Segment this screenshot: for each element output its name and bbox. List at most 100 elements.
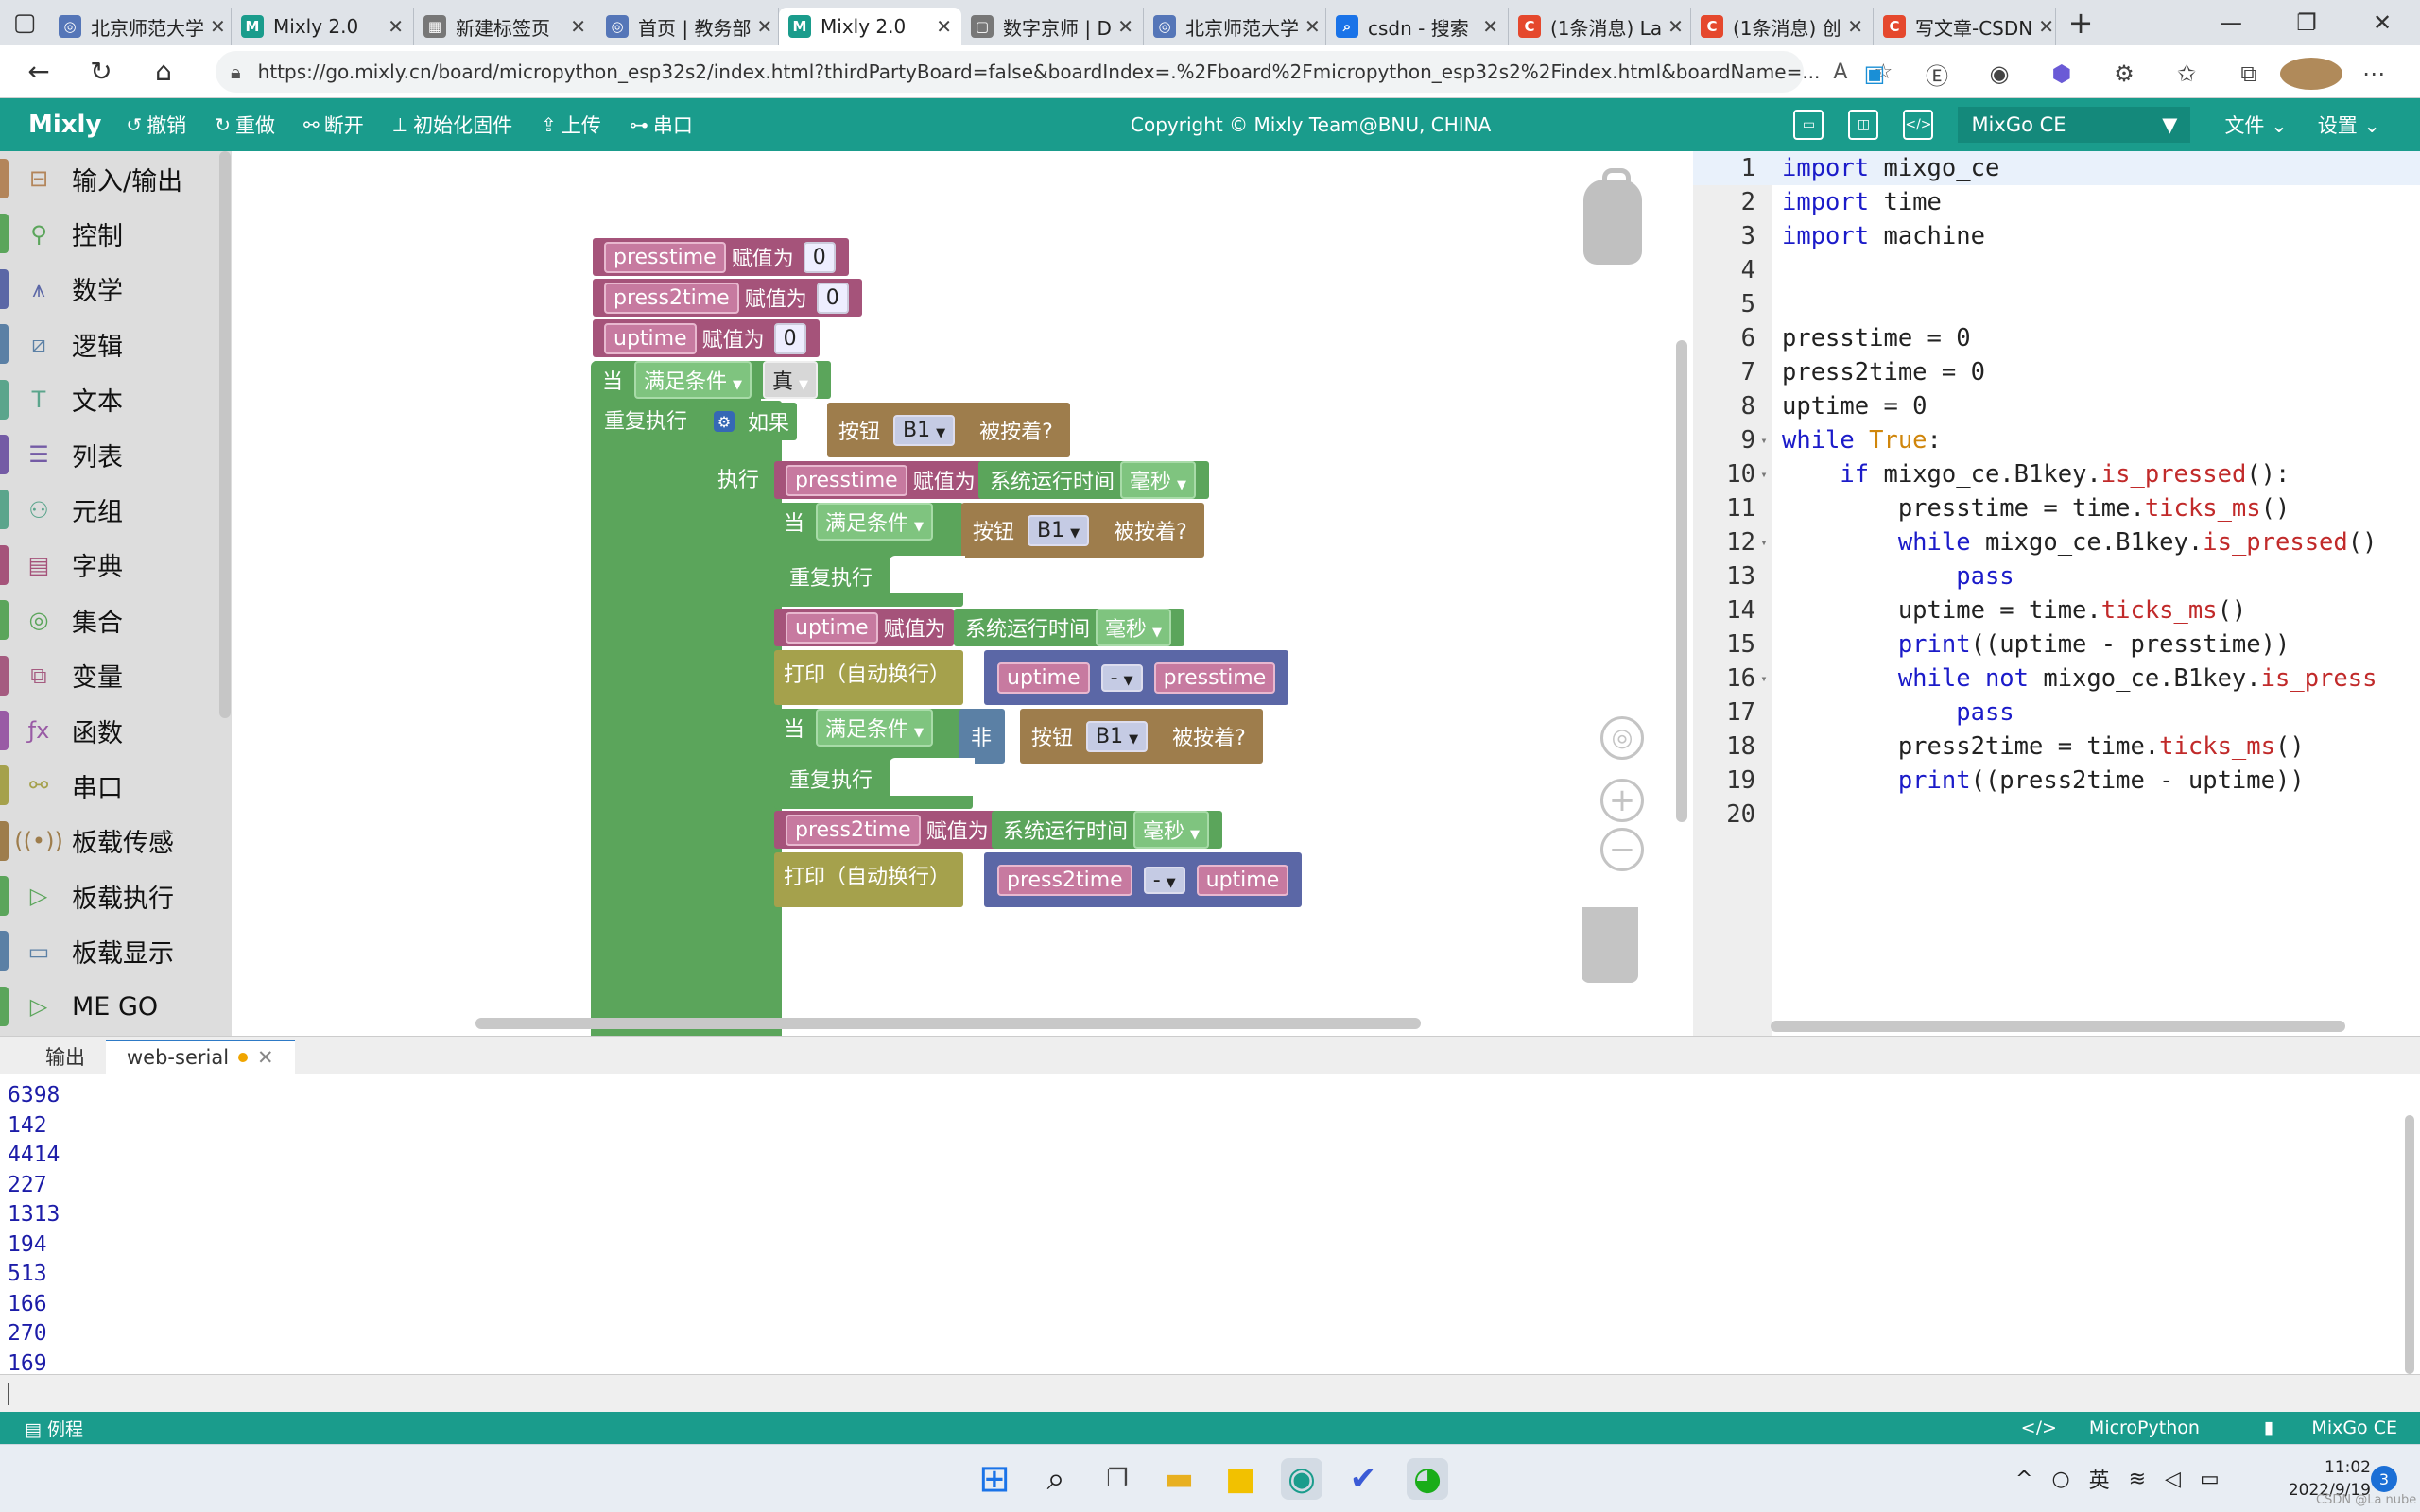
close-tab-icon[interactable]: ✕ [2038, 15, 2055, 38]
time-unit-dropdown[interactable]: 毫秒 [1130, 471, 1172, 494]
restore-icon[interactable]: ❐ [2296, 9, 2317, 36]
not-block[interactable]: 非 [959, 709, 1006, 764]
var-uptime[interactable]: uptime [604, 322, 697, 354]
assign-uptime-block[interactable]: uptime 赋值为 0 [593, 319, 820, 357]
inner-while-header-2[interactable]: 当 满足条件▼ [780, 709, 939, 747]
disconnect-button[interactable]: ⚯断开 [303, 111, 364, 139]
while-header[interactable]: 当 满足条件▼ 真▼ [593, 361, 832, 399]
file-explorer-icon[interactable]: ▬ [1163, 1460, 1195, 1498]
search-icon[interactable]: ⌕ [1046, 1460, 1065, 1498]
examples-button[interactable]: ▤ 例程 [25, 1416, 83, 1441]
category-item[interactable]: ▤字典 [0, 538, 232, 593]
category-item[interactable]: ((•))板载传感 [0, 814, 232, 868]
button-select[interactable]: B1 [903, 418, 931, 442]
system-time-block-3[interactable]: 系统运行时间 毫秒▼ [992, 811, 1223, 849]
collections-icon[interactable]: ⧉ [2240, 60, 2257, 87]
back-arrow-icon[interactable]: ← [27, 56, 50, 87]
favorites-icon[interactable]: ✩ [2176, 60, 2197, 87]
var-uptime[interactable]: uptime [1196, 864, 1289, 896]
close-tab-icon[interactable]: ✕ [936, 15, 952, 38]
board-indicator[interactable]: ▮ MixGo CE [2232, 1418, 2397, 1438]
close-tab-icon[interactable]: ✕ [756, 15, 773, 38]
more-menu-icon[interactable]: ⋯ [2362, 60, 2385, 87]
var-presstime[interactable]: presstime [604, 241, 726, 273]
category-item[interactable]: ◎集合 [0, 593, 232, 647]
url-text[interactable]: https://go.mixly.cn/board/micropython_es… [257, 60, 1821, 83]
subtract-block-1[interactable]: uptime -▼ presstime [984, 650, 1289, 705]
redo-button[interactable]: ↻重做 [215, 111, 275, 139]
close-tab-icon[interactable]: ✕ [388, 15, 404, 38]
workspace-vertical-scrollbar[interactable] [1676, 340, 1687, 822]
condition-dropdown[interactable]: 满足条件 [644, 370, 728, 394]
if-block-body[interactable] [704, 401, 782, 1081]
var-uptime[interactable]: uptime [997, 662, 1090, 694]
num-zero[interactable]: 0 [816, 282, 849, 314]
browser-tab[interactable]: ▢数字京师 | D✕ [961, 8, 1144, 45]
button-pressed-block-3[interactable]: 按钮 B1▼ 被按着? [1020, 709, 1263, 764]
print-block-2[interactable]: 打印（自动换行） [774, 852, 964, 907]
zoom-in-icon[interactable]: + [1600, 779, 1644, 822]
battery-icon[interactable]: ▭ [2200, 1467, 2220, 1491]
lock-icon[interactable]: 🔒︎ [231, 60, 241, 83]
code-line[interactable]: 11 presstime = time.ticks_ms() [1693, 491, 2420, 525]
sidebar-scrollbar[interactable] [219, 151, 231, 718]
code-line[interactable]: 20 [1693, 798, 2420, 832]
category-item[interactable]: ⩚数学 [0, 262, 232, 317]
operator-select[interactable]: - [1152, 868, 1161, 892]
tab-web-serial[interactable]: web-serial✕ [106, 1040, 295, 1074]
volume-icon[interactable]: ◁ [2165, 1467, 2182, 1491]
assign-presstime-ticks-block[interactable]: presstime 赋值为 [774, 461, 983, 499]
serial-button[interactable]: ⊶串口 [630, 111, 693, 139]
extension-face-icon[interactable]: ◉ [1989, 60, 2010, 87]
tab-output[interactable]: 输出 [0, 1040, 106, 1074]
browser-tab[interactable]: ◎北京师范大学✕ [49, 8, 232, 45]
assign-press2time-ticks-block[interactable]: press2time 赋值为 [774, 811, 996, 849]
assign-presstime-block[interactable]: presstime 赋值为 0 [593, 238, 849, 276]
subtract-block-2[interactable]: press2time -▼ uptime [984, 852, 1303, 907]
language-indicator[interactable]: </>MicroPython [1989, 1418, 2200, 1438]
category-item[interactable]: ⚲控制 [0, 206, 232, 261]
editor-horizontal-scrollbar[interactable] [1771, 1021, 2345, 1032]
category-item[interactable]: ⚯串口 [0, 758, 232, 813]
button-select[interactable]: B1 [1096, 724, 1124, 748]
fold-icon[interactable]: ▾ [1760, 434, 1768, 447]
code-line[interactable]: 17 pass [1693, 696, 2420, 730]
close-tab-icon[interactable]: ✕ [570, 15, 586, 38]
var-press2time[interactable]: press2time [997, 864, 1132, 896]
extension-badge-icon[interactable]: ⬢ [2051, 60, 2072, 87]
workspace-horizontal-scrollbar[interactable] [475, 1018, 1421, 1029]
zoom-out-icon[interactable]: − [1600, 828, 1644, 871]
undo-button[interactable]: ↺撤销 [126, 111, 186, 139]
system-time-block-2[interactable]: 系统运行时间 毫秒▼ [954, 609, 1185, 646]
code-line[interactable]: 14 uptime = time.ticks_ms() [1693, 593, 2420, 627]
browser-tab[interactable]: ▦新建标签页✕ [414, 8, 596, 45]
edge-browser-icon[interactable]: ◉ [1281, 1458, 1322, 1500]
backpack-icon[interactable] [1583, 168, 1642, 265]
start-windows-icon[interactable]: ⊞ [978, 1457, 1011, 1501]
trash-icon[interactable] [1582, 907, 1638, 983]
task-view-icon[interactable]: ❐ [1106, 1465, 1129, 1493]
condition-dropdown[interactable]: 满足条件 [825, 718, 909, 742]
browser-tab[interactable]: C(1条消息) 创✕ [1691, 8, 1874, 45]
category-item[interactable]: ⊟输入/输出 [0, 151, 232, 206]
category-item[interactable]: ▷板载执行 [0, 868, 232, 923]
close-tab-icon[interactable]: ✕ [1117, 15, 1133, 38]
gear-icon[interactable]: ⚙ [714, 411, 735, 432]
num-zero[interactable]: 0 [773, 322, 806, 354]
reload-icon[interactable]: ↻ [90, 56, 112, 87]
ime-indicator[interactable]: 英 [2088, 1469, 2110, 1493]
var-presstime[interactable]: presstime [1153, 662, 1276, 694]
sticky-notes-icon[interactable]: ■ [1224, 1460, 1256, 1498]
extension-e-icon[interactable]: Ⓔ [1926, 62, 1948, 90]
code-line[interactable]: 5 [1693, 287, 2420, 321]
if-header[interactable]: ⚙ 如果 [706, 403, 798, 440]
blocks-view-icon[interactable]: ▭ [1793, 110, 1824, 140]
code-line[interactable]: 19 print((press2time - uptime)) [1693, 764, 2420, 798]
